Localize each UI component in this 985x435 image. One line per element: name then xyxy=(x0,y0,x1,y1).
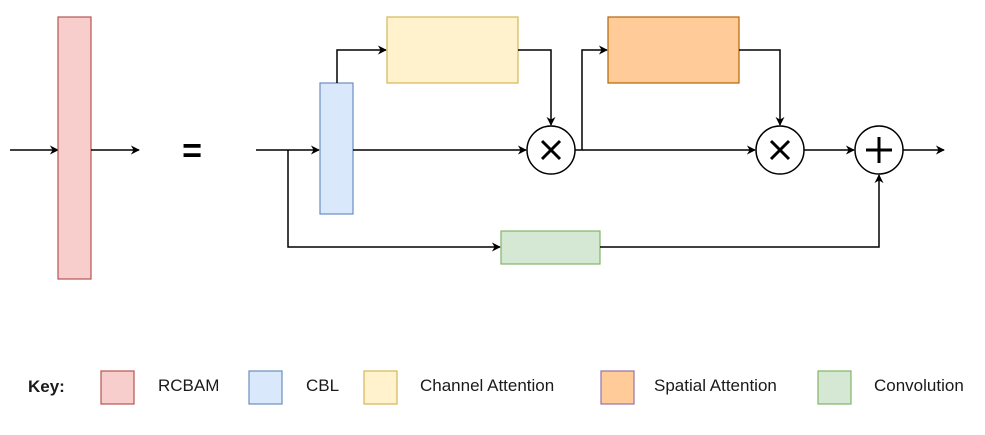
legend-swatch-channel-attention xyxy=(363,370,398,405)
spatial-attention-to-multiply-line xyxy=(739,49,785,126)
legend-label-channel-attention: Channel Attention xyxy=(420,376,554,395)
legend-swatch-spatial-attention xyxy=(600,370,635,405)
multiply-to-spatial-attention-line xyxy=(581,45,608,150)
cbl-block xyxy=(319,82,354,215)
legend-label-cbl: CBL xyxy=(306,376,339,395)
legend: Key: RCBAM CBL Channel Attention Spatial… xyxy=(28,370,964,405)
add-node xyxy=(854,125,904,175)
legend-label-convolution: Convolution xyxy=(874,376,964,395)
legend-swatch-rcbam xyxy=(100,370,135,405)
convolution-block xyxy=(500,230,601,265)
channel-attention-block xyxy=(386,16,519,84)
convolution-to-add-line xyxy=(600,174,884,248)
legend-label-rcbam: RCBAM xyxy=(158,376,219,395)
legend-swatch-cbl xyxy=(248,370,283,405)
legend-label-spatial-attention: Spatial Attention xyxy=(654,376,777,395)
channel-attention-to-multiply-line xyxy=(518,49,556,126)
spatial-attention-block xyxy=(607,16,740,84)
residual-branch-line xyxy=(287,150,501,252)
cbl-to-channel-attention-line xyxy=(336,45,387,83)
legend-swatch-convolution xyxy=(817,370,852,405)
equals-sign: = xyxy=(182,132,202,170)
multiply-node-1 xyxy=(526,125,576,175)
multiply-node-2 xyxy=(755,125,805,175)
rcbam-block xyxy=(57,16,92,280)
legend-title: Key: xyxy=(28,377,65,396)
